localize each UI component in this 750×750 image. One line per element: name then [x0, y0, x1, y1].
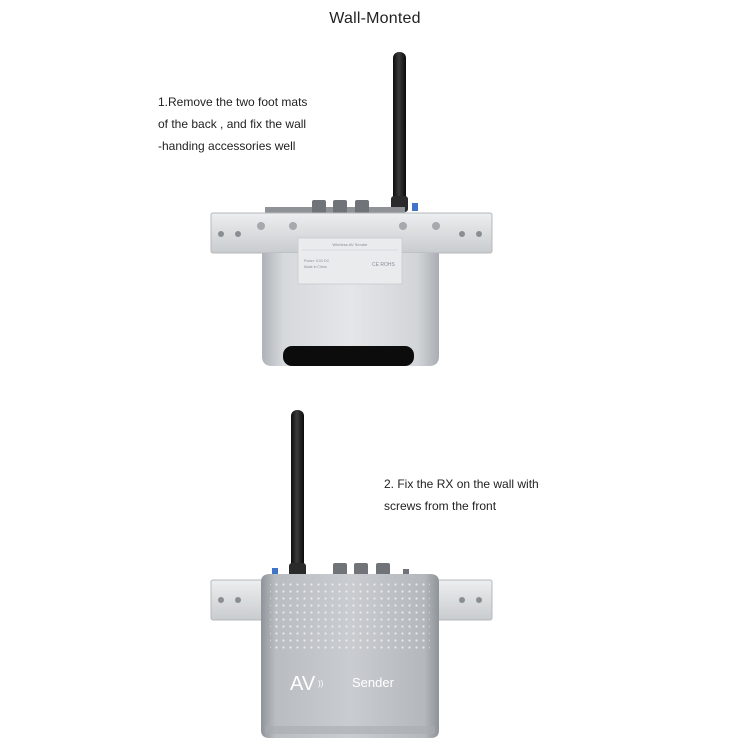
screw-hole [235, 597, 241, 603]
screw [289, 222, 297, 230]
logo-av: AV [290, 673, 316, 695]
label-cert: CE ROHS [372, 262, 395, 268]
label-line1: Power: 5.0V DC [304, 259, 330, 263]
housing: Wireless AV Sender Power: 5.0V DC Made i… [262, 237, 439, 366]
logo-word: Sender [352, 675, 395, 690]
label-line2: Made in China [304, 265, 327, 269]
connectors [265, 200, 418, 217]
svg-text:)): )) [318, 679, 324, 688]
bottom-vent [283, 346, 414, 366]
antenna [391, 52, 408, 212]
screw-hole [459, 231, 465, 237]
speaker-grill [270, 582, 430, 650]
device-back-view: Wireless AV Sender Power: 5.0V DC Made i… [210, 52, 493, 366]
rating-label [297, 237, 403, 285]
screw [432, 222, 440, 230]
screw [399, 222, 407, 230]
housing: AV )) Sender [261, 574, 439, 738]
step-2-instruction: 2. Fix the RX on the wall with screws fr… [384, 477, 539, 513]
label-product: Wireless AV Sender [332, 242, 368, 247]
screw-hole [218, 597, 224, 603]
device-front-view: AV )) Sender [210, 410, 493, 738]
page-title: Wall-Monted [329, 10, 421, 27]
step-1-instruction: 1.Remove the two foot mats of the back ,… [158, 95, 308, 153]
screw-hole [235, 231, 241, 237]
antenna [289, 410, 306, 578]
screw-hole [476, 231, 482, 237]
screw-hole [218, 231, 224, 237]
screw-hole [476, 597, 482, 603]
screw-hole [459, 597, 465, 603]
connectors [272, 563, 409, 577]
wall-bracket [210, 212, 493, 254]
screw [257, 222, 265, 230]
